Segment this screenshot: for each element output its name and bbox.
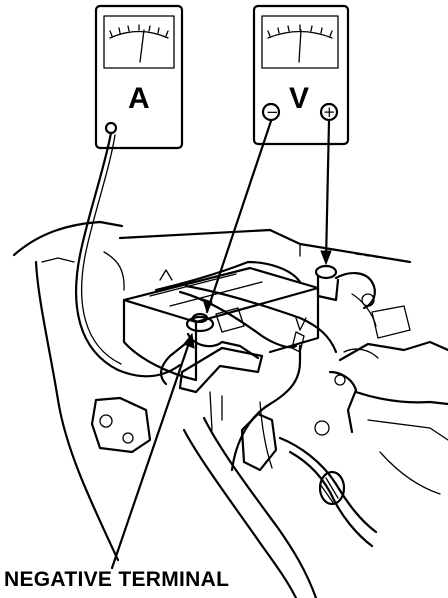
voltmeter-negative-lead bbox=[205, 119, 273, 314]
engine-top-edge bbox=[338, 340, 448, 362]
engine-block-line bbox=[354, 390, 448, 406]
hood-line-dashed bbox=[355, 253, 411, 263]
voltmeter-positive-lead bbox=[324, 119, 331, 264]
voltmeter-body bbox=[252, 4, 350, 146]
fender-inner-edge bbox=[34, 260, 120, 562]
ammeter-lead-highlight bbox=[80, 134, 122, 365]
ammeter-lead bbox=[74, 131, 182, 378]
negative-terminal-label: NEGATIVE TERMINAL bbox=[4, 568, 230, 591]
hold-down-rod bbox=[154, 260, 302, 292]
negative-cable-clamp bbox=[186, 332, 260, 360]
ammeter-dial-window bbox=[103, 15, 175, 69]
front-bracket bbox=[178, 346, 264, 394]
negative-terminal-callout bbox=[110, 332, 195, 570]
engine-manifold bbox=[379, 451, 441, 495]
positive-sign-icon: + bbox=[323, 103, 336, 121]
positive-lead-arrowhead-icon bbox=[320, 250, 332, 266]
hose-fitting bbox=[318, 470, 346, 506]
hose-main-left bbox=[182, 428, 298, 598]
voltmeter-scale-arc bbox=[267, 30, 333, 39]
positive-terminal-post bbox=[316, 274, 340, 302]
hold-down-hook-left bbox=[159, 269, 173, 281]
harness-cable-3 bbox=[230, 344, 302, 472]
callout-arrowhead-icon bbox=[183, 332, 195, 349]
fender-top-edge bbox=[12, 220, 124, 257]
voltmeter-scale-ticks bbox=[267, 24, 333, 37]
ammeter: A bbox=[94, 4, 184, 150]
sensor-wire bbox=[343, 348, 379, 359]
battery-top-ridges bbox=[149, 273, 263, 307]
voltmeter-needle bbox=[298, 29, 302, 63]
engine-lower-line bbox=[367, 419, 448, 441]
callout-leader-line bbox=[110, 338, 192, 570]
voltmeter: V − + bbox=[252, 4, 350, 146]
battery-vent-cap bbox=[215, 307, 245, 333]
voltmeter-label: V bbox=[289, 82, 309, 115]
positive-cable-loop bbox=[334, 272, 376, 310]
ammeter-terminal bbox=[104, 121, 118, 135]
hose-upper bbox=[278, 436, 378, 534]
ammeter-label: A bbox=[128, 82, 150, 115]
ammeter-body bbox=[94, 4, 184, 150]
relay-box bbox=[371, 305, 411, 339]
mounting-bracket bbox=[90, 396, 152, 454]
hose-main-right bbox=[202, 416, 318, 598]
cable-connector bbox=[291, 331, 305, 353]
hose-upper-inner bbox=[288, 450, 374, 548]
battery-front-face bbox=[122, 298, 198, 382]
harness-cable-2 bbox=[184, 284, 338, 354]
rear-panel-fold bbox=[103, 251, 125, 291]
ammeter-scale-arc bbox=[109, 30, 169, 39]
test-leads bbox=[74, 119, 332, 378]
hold-down-hook-right bbox=[295, 317, 307, 331]
ammeter-needle bbox=[139, 29, 145, 63]
engine-bay bbox=[12, 220, 448, 598]
voltmeter-dial-window bbox=[261, 15, 339, 69]
bracket-bolt-1 bbox=[99, 414, 113, 428]
ammeter-scale-ticks bbox=[109, 24, 169, 37]
rear-panel-edge bbox=[118, 228, 412, 264]
engine-bracket bbox=[328, 370, 358, 434]
fender-lip bbox=[41, 257, 75, 263]
battery-tray-lines bbox=[209, 391, 223, 431]
negative-cable-out bbox=[160, 338, 192, 386]
hose-fitting-band bbox=[319, 477, 339, 505]
positive-terminal-nut bbox=[361, 293, 375, 307]
engine-sensor bbox=[334, 374, 346, 386]
negative-sign-icon: − bbox=[266, 103, 279, 121]
bracket-bolt-2 bbox=[122, 432, 134, 444]
harness-cable-1 bbox=[178, 290, 298, 349]
hose-clamp-block bbox=[240, 412, 278, 472]
engine-bolt bbox=[314, 420, 330, 436]
positive-battery-terminal bbox=[314, 264, 377, 327]
ground-strap bbox=[259, 401, 273, 469]
